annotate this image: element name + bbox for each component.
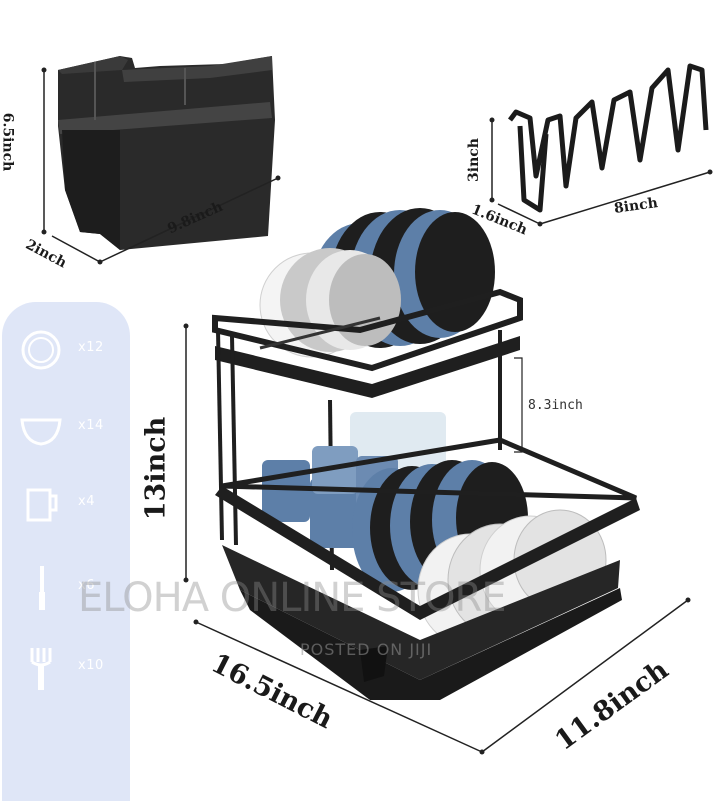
bowl-icon (20, 418, 62, 446)
plate-icon (21, 330, 61, 370)
cup-holder-illustration (508, 63, 709, 213)
capacity-count: x12 (78, 340, 104, 355)
capacity-item-knife: x6 (2, 558, 130, 618)
mug-icon (26, 488, 58, 522)
capacity-panel: x12 x14 x4 x6 x10 (2, 302, 130, 801)
fork-icon (30, 648, 52, 690)
rack-height-label: 13inch (140, 416, 172, 521)
posted-watermark: POSTED ON JIJI (300, 640, 433, 659)
store-watermark: ELOHA ONLINE STORE (78, 575, 507, 621)
capacity-count: x6 (78, 578, 95, 593)
cup-holder-height-label: 3inch (465, 138, 482, 182)
holder-height-label: 6.5inch (0, 112, 16, 172)
dish-rack-illustration (212, 208, 640, 700)
tier-gap-label: 8.3inch (528, 398, 583, 413)
capacity-count: x4 (78, 494, 95, 509)
utensil-holder-body (58, 56, 275, 250)
capacity-count: x14 (78, 418, 104, 433)
capacity-count: x10 (78, 658, 104, 673)
knife-icon (39, 566, 45, 610)
capacity-item-fork: x10 (2, 638, 130, 698)
capacity-item-plate: x12 (2, 320, 130, 380)
capacity-item-bowl: x14 (2, 398, 130, 458)
capacity-item-mug: x4 (2, 474, 130, 534)
